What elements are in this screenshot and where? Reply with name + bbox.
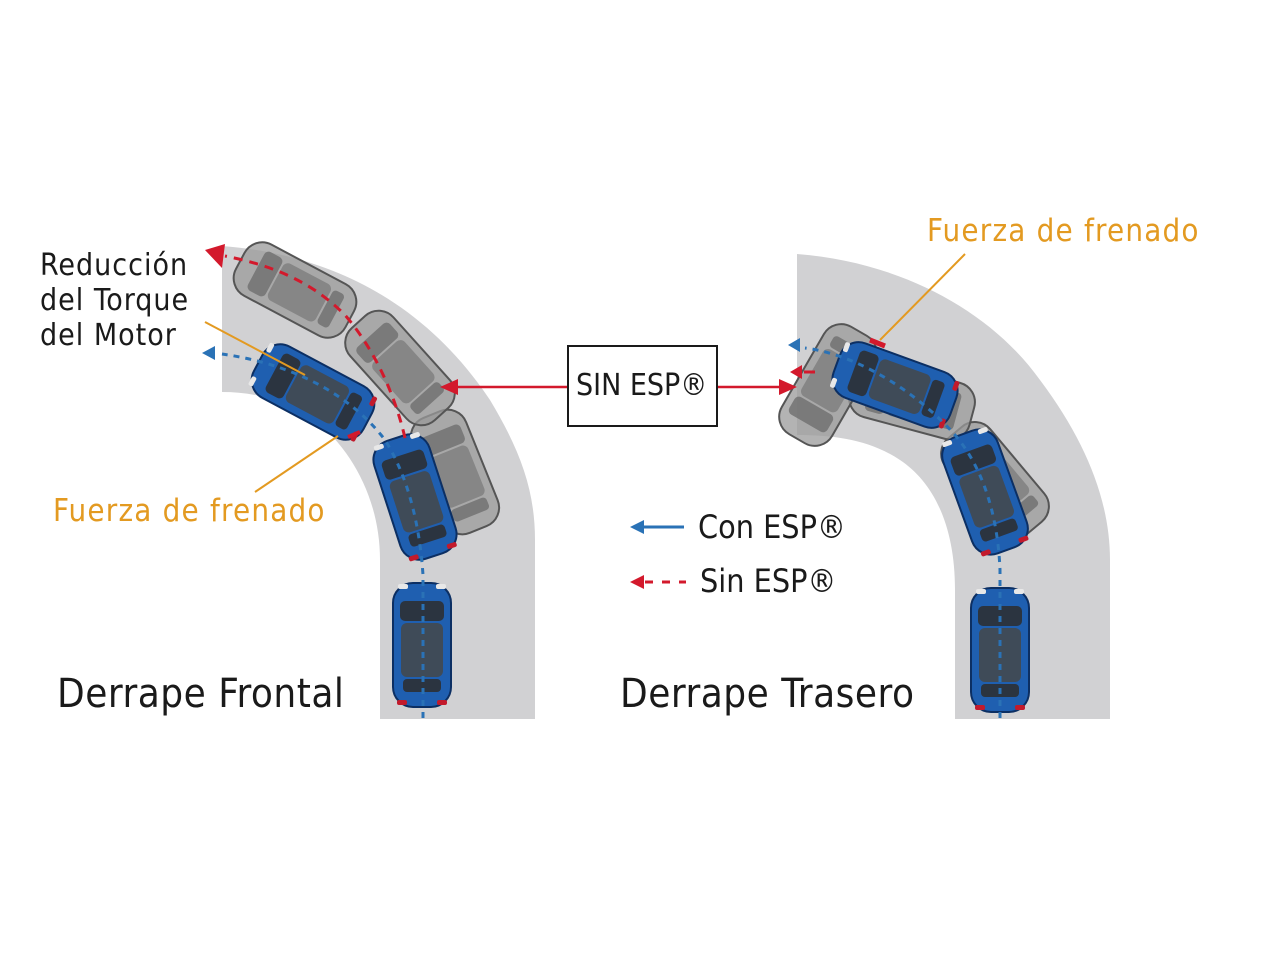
legend-with-esp-arrowhead bbox=[630, 520, 644, 534]
without-esp-path-left bbox=[224, 254, 407, 439]
with-esp-arrowhead-right bbox=[788, 338, 800, 352]
leader-braking-right bbox=[879, 253, 966, 341]
without-esp-arrowhead-left bbox=[205, 244, 225, 268]
braking-force-label-right: Fuerza de frenado bbox=[927, 213, 1200, 249]
arrowhead-to-front-skid bbox=[440, 379, 458, 395]
without-esp-box-label: SIN ESP® bbox=[576, 368, 708, 403]
without-esp-arrowhead-right bbox=[790, 365, 802, 379]
legend-with-esp-label: Con ESP® bbox=[698, 508, 846, 546]
legend-without-esp-arrowhead bbox=[630, 575, 644, 589]
braking-force-marker-right bbox=[869, 337, 886, 349]
arrowhead-to-rear-skid bbox=[779, 379, 797, 395]
rear-skid-title: Derrape Trasero bbox=[620, 671, 915, 717]
leader-braking-left bbox=[254, 435, 339, 493]
with-esp-arrowhead-left bbox=[202, 346, 215, 360]
leader-engine-torque bbox=[204, 321, 306, 376]
braking-force-marker-left bbox=[347, 430, 361, 439]
engine-torque-reduction-label: Reducción del Torque del Motor bbox=[40, 248, 190, 353]
with-esp-path-left bbox=[221, 352, 425, 718]
front-skid-title: Derrape Frontal bbox=[57, 671, 345, 717]
with-esp-path-right bbox=[804, 346, 1002, 718]
braking-force-label-left: Fuerza de frenado bbox=[53, 493, 326, 529]
legend-without-esp-label: Sin ESP® bbox=[700, 562, 837, 600]
without-esp-box bbox=[567, 345, 718, 427]
